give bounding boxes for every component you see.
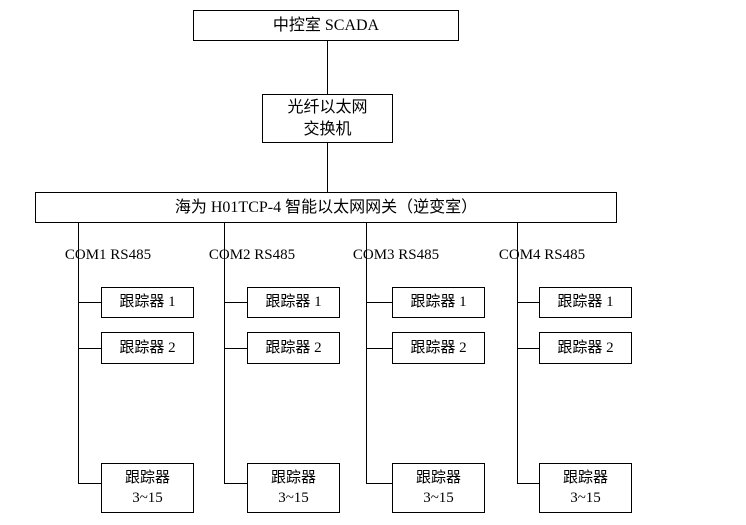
device-com2-tracker-3-15-range: 3~15 bbox=[278, 490, 309, 506]
connector-scada-to-switch bbox=[327, 41, 328, 94]
stub-com4-device2 bbox=[517, 348, 539, 349]
device-com2-tracker-1: 跟踪器 1 bbox=[247, 287, 340, 318]
device-com1-tracker-3-15: 跟踪器 3~15 bbox=[101, 463, 194, 513]
node-ethernet-gateway: 海为 H01TCP-4 智能以太网网关（逆变室） bbox=[35, 192, 617, 223]
port-label-com1-text: COM1 RS485 bbox=[64, 247, 152, 263]
port-label-com4-text: COM4 RS485 bbox=[498, 247, 586, 263]
node-switch-label-line1: 光纤以太网 bbox=[287, 98, 368, 116]
device-com3-tracker-1: 跟踪器 1 bbox=[392, 287, 485, 318]
stub-com1-device2 bbox=[78, 348, 101, 349]
device-com1-tracker-1-label: 跟踪器 1 bbox=[119, 294, 176, 311]
stub-com3-device3 bbox=[366, 483, 392, 484]
device-com1-tracker-2: 跟踪器 2 bbox=[101, 332, 194, 364]
device-com4-tracker-2-label: 跟踪器 2 bbox=[557, 339, 614, 356]
device-com2-tracker-3-15: 跟踪器 3~15 bbox=[247, 463, 340, 513]
device-com4-tracker-2: 跟踪器 2 bbox=[539, 332, 632, 364]
device-com3-tracker-3-15-range: 3~15 bbox=[423, 490, 454, 506]
device-com1-tracker-1: 跟踪器 1 bbox=[101, 287, 194, 318]
device-com4-tracker-3-15: 跟踪器 3~15 bbox=[539, 463, 632, 513]
node-gateway-label: 海为 H01TCP-4 智能以太网网关（逆变室） bbox=[174, 198, 478, 216]
device-com1-tracker-2-label: 跟踪器 2 bbox=[119, 339, 176, 356]
stub-com4-device3 bbox=[517, 483, 539, 484]
bus-riser-com4 bbox=[517, 223, 518, 483]
bus-riser-com2 bbox=[224, 223, 225, 483]
device-com1-tracker-3-15-range: 3~15 bbox=[132, 490, 163, 506]
node-scada: 中控室 SCADA bbox=[193, 10, 459, 41]
port-label-com1: COM1 RS485 bbox=[28, 247, 188, 264]
device-com4-tracker-1-label: 跟踪器 1 bbox=[557, 294, 614, 311]
port-label-com3-text: COM3 RS485 bbox=[352, 247, 440, 263]
stub-com2-device2 bbox=[224, 348, 247, 349]
connector-switch-to-gateway bbox=[327, 143, 328, 192]
device-com2-tracker-1-label: 跟踪器 1 bbox=[265, 294, 322, 311]
device-com2-tracker-3-15-label: 跟踪器 bbox=[270, 469, 316, 486]
port-label-com4: COM4 RS485 bbox=[462, 247, 622, 264]
stub-com3-device1 bbox=[366, 302, 392, 303]
device-com3-tracker-1-label: 跟踪器 1 bbox=[410, 294, 467, 311]
node-fiber-ethernet-switch: 光纤以太网 交换机 bbox=[262, 94, 393, 143]
stub-com2-device3 bbox=[224, 483, 247, 484]
device-com3-tracker-3-15-label: 跟踪器 bbox=[415, 469, 461, 486]
node-switch-label-line2: 交换机 bbox=[303, 120, 352, 138]
stub-com2-device1 bbox=[224, 302, 247, 303]
device-com3-tracker-3-15: 跟踪器 3~15 bbox=[392, 463, 485, 513]
device-com4-tracker-3-15-label: 跟踪器 bbox=[562, 469, 608, 486]
device-com3-tracker-2: 跟踪器 2 bbox=[392, 332, 485, 364]
node-scada-label: 中控室 SCADA bbox=[272, 16, 380, 34]
port-label-com2: COM2 RS485 bbox=[172, 247, 332, 264]
stub-com1-device1 bbox=[78, 302, 101, 303]
port-label-com3: COM3 RS485 bbox=[316, 247, 476, 264]
device-com4-tracker-1: 跟踪器 1 bbox=[539, 287, 632, 318]
bus-riser-com1 bbox=[78, 223, 79, 483]
stub-com1-device3 bbox=[78, 483, 101, 484]
port-label-com2-text: COM2 RS485 bbox=[208, 247, 296, 263]
device-com1-tracker-3-15-label: 跟踪器 bbox=[124, 469, 170, 486]
device-com2-tracker-2: 跟踪器 2 bbox=[247, 332, 340, 364]
device-com3-tracker-2-label: 跟踪器 2 bbox=[410, 339, 467, 356]
device-com4-tracker-3-15-range: 3~15 bbox=[570, 490, 601, 506]
stub-com4-device1 bbox=[517, 302, 539, 303]
stub-com3-device2 bbox=[366, 348, 392, 349]
bus-riser-com3 bbox=[366, 223, 367, 483]
device-com2-tracker-2-label: 跟踪器 2 bbox=[265, 339, 322, 356]
